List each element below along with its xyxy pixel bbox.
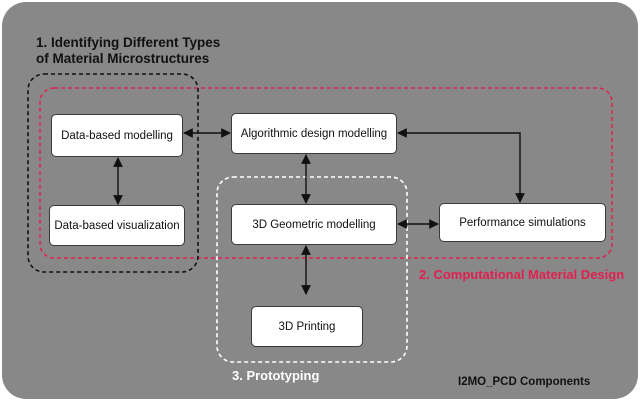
group-prototyping — [216, 176, 408, 363]
group-1-title-line1: 1. Identifying Different Types — [36, 35, 221, 50]
group-1-title-line2: of Material Microstructures — [36, 51, 210, 66]
node-algorithmic-design-modelling: Algorithmic design modelling — [231, 113, 397, 154]
node-3d-printing: 3D Printing — [251, 306, 363, 347]
arrow-algorithmic-performance — [397, 128, 525, 203]
group-2-title: 2. Computational Material Design — [419, 267, 625, 282]
node-data-based-modelling: Data-based modelling — [51, 114, 183, 157]
group-computational-material-design — [39, 87, 613, 259]
group-material-microstructures — [27, 73, 199, 273]
group-1-title: 1. Identifying Different Types of Materi… — [36, 35, 220, 67]
node-performance-simulations: Performance simulations — [439, 203, 606, 242]
node-data-based-visualization: Data-based visualization — [49, 205, 185, 246]
group-3-title: 3. Prototyping — [232, 368, 320, 383]
node-3d-geometric-modelling: 3D Geometric modelling — [231, 204, 397, 245]
footer-caption: I2MO_PCD Components — [458, 376, 591, 388]
